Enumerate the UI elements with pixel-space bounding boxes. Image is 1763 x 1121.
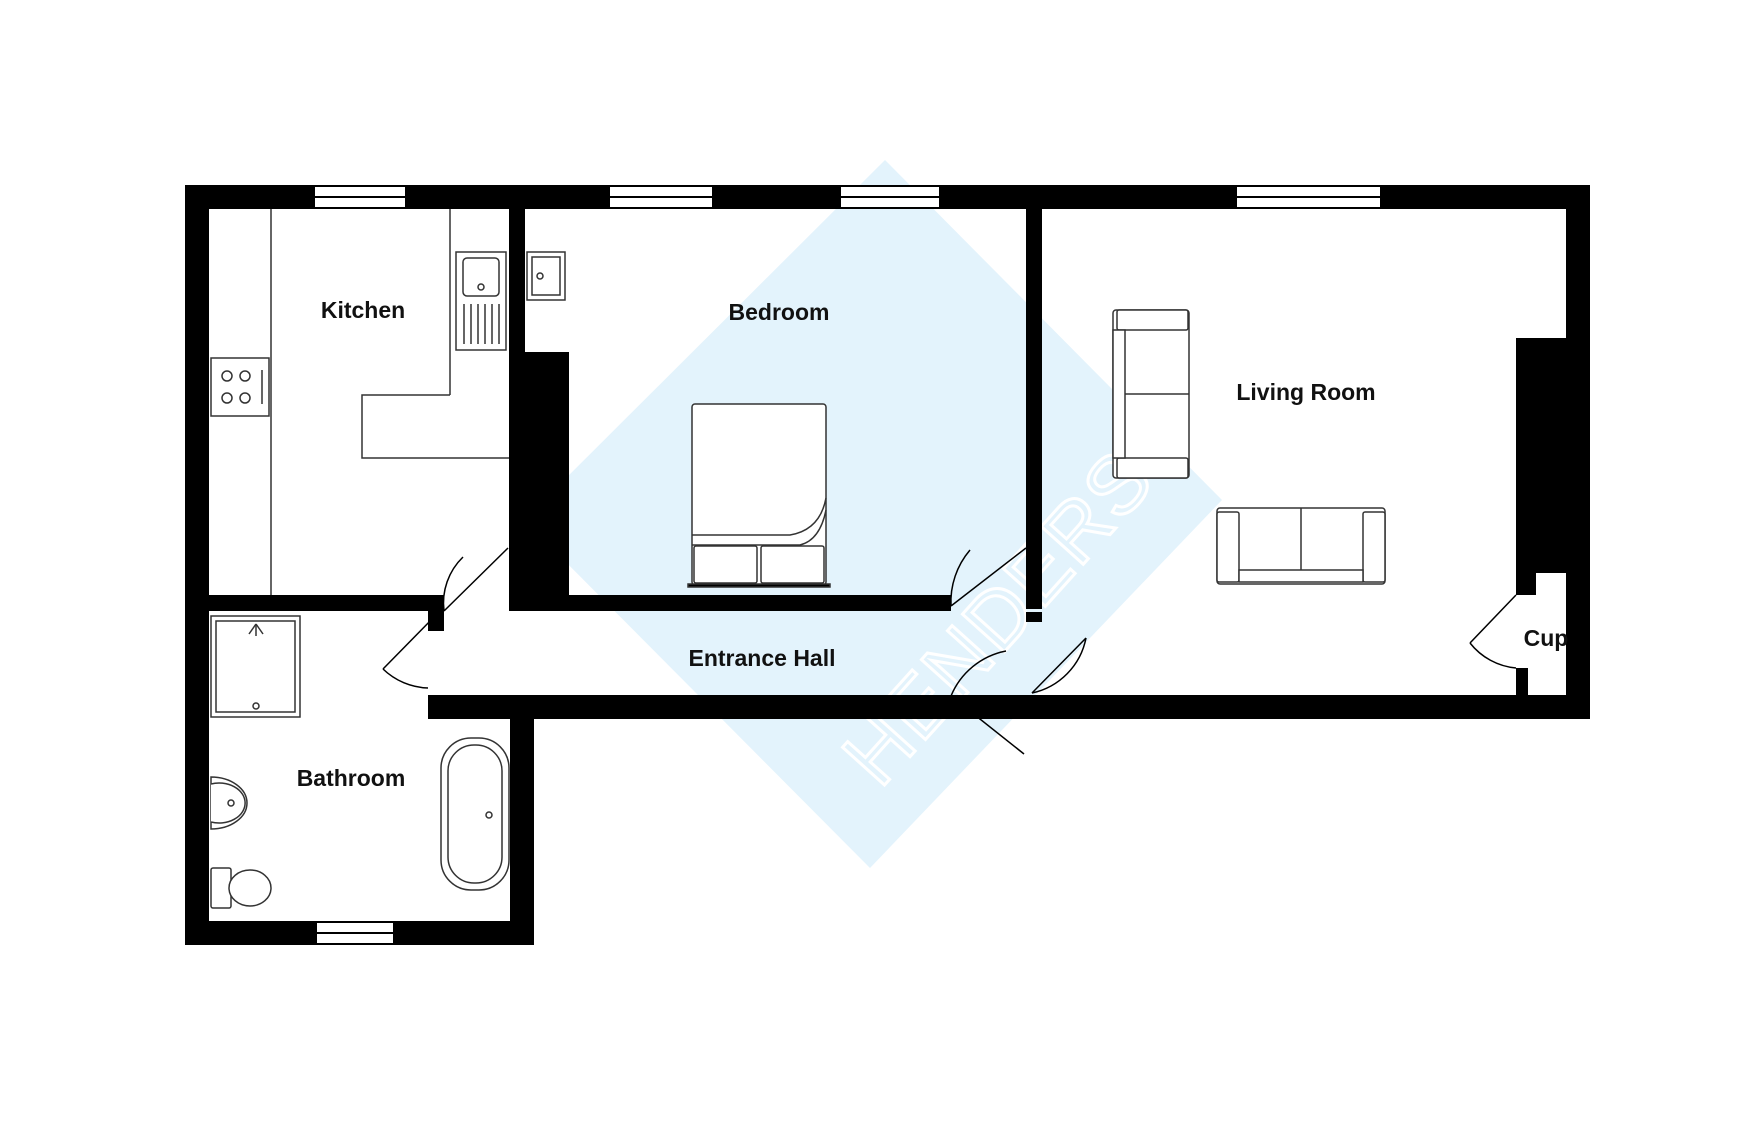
room-label-kitchen: Kitchen [321,297,405,323]
door-entrance [950,650,1025,755]
kitchen-breakfast-bar [361,394,509,459]
bathroom-fixtures [210,615,510,909]
toilet-icon [210,867,272,909]
room-label-living-room: Living Room [1236,379,1375,405]
double-bed-icon [687,403,831,588]
watermark-diamond [524,160,1222,868]
window-bedroom-right [839,185,941,209]
window-bathroom [315,921,395,945]
room-label-bedroom: Bedroom [729,299,830,325]
living-room-fixtures [1112,309,1386,585]
shower-tray-icon [210,615,301,718]
doors [382,547,1517,755]
watermark: HENDERSONS [524,160,1295,868]
sofa-icon [1112,309,1190,479]
windows [313,185,1382,945]
door-bedroom [950,547,1027,607]
door-cupboard [1469,594,1517,669]
room-labels: Kitchen Bedroom Living Room Entrance Hal… [297,297,1569,791]
sofa-icon-2 [1216,507,1386,585]
bathroom-sink-icon [210,776,248,830]
bedroom-fixtures [526,251,831,588]
hob-icon [210,357,270,417]
room-label-bathroom: Bathroom [297,765,406,791]
door-living-room [1031,637,1087,694]
room-label-cupboard: Cup [1524,625,1569,651]
sink-icon [455,251,507,351]
washbasin-icon [526,251,566,301]
door-bathroom [382,614,437,689]
window-kitchen [313,185,407,209]
kitchen-fixtures [210,209,509,595]
window-living-room [1235,185,1382,209]
window-bedroom-left [608,185,714,209]
room-label-entrance-hall: Entrance Hall [689,645,836,671]
door-kitchen [442,547,509,612]
bathtub-icon [440,737,510,891]
